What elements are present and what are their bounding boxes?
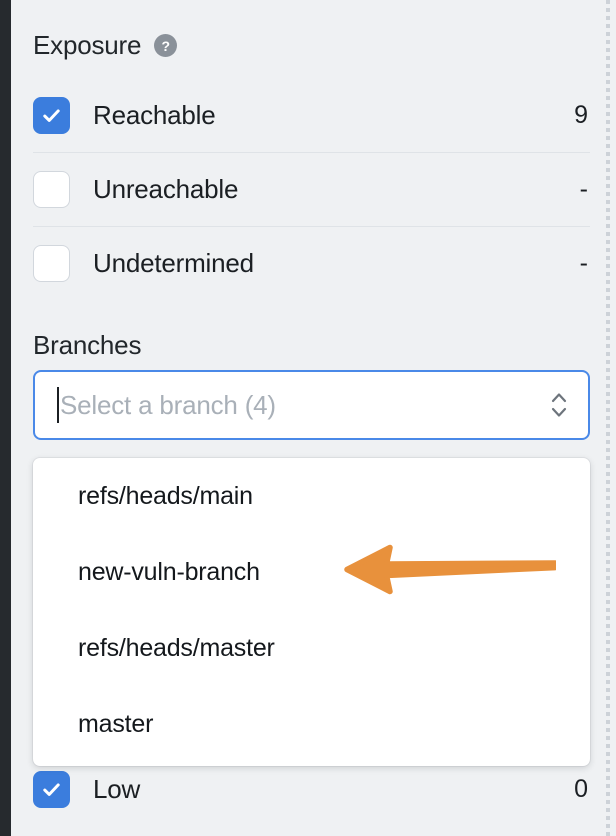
branch-option-master[interactable]: master bbox=[78, 709, 154, 738]
branch-select-placeholder: Select a branch (4) bbox=[60, 389, 276, 420]
branch-option-refs-heads-main[interactable]: refs/heads/main bbox=[78, 481, 253, 510]
question-mark-circle-icon[interactable]: ? bbox=[154, 34, 178, 57]
facet-label-reachable: Reachable bbox=[93, 99, 216, 130]
exposure-facet-list: Reachable 9 Unreachable - Undete bbox=[33, 78, 590, 300]
panel-right-divider bbox=[606, 0, 610, 836]
facet-count-undetermined: - bbox=[579, 248, 588, 277]
facet-row-low[interactable]: Low 0 bbox=[33, 752, 590, 826]
branches-section-header: Branches bbox=[33, 330, 141, 361]
filters-panel: Exposure ? Reachable 9 Unreach bbox=[11, 0, 606, 836]
checkbox-low[interactable] bbox=[33, 770, 70, 808]
branch-dropdown-menu[interactable]: refs/heads/main new-vuln-branch refs/hea… bbox=[33, 458, 590, 766]
facet-row-unreachable[interactable]: Unreachable - bbox=[33, 152, 590, 226]
left-nav-rail bbox=[0, 0, 11, 836]
exposure-title: Exposure bbox=[33, 30, 142, 60]
checkbox-reachable[interactable] bbox=[33, 96, 70, 134]
branches-title: Branches bbox=[33, 330, 142, 360]
facet-label-low: Low bbox=[93, 773, 141, 804]
branch-select-input[interactable]: Select a branch (4) bbox=[33, 370, 590, 440]
facet-count-low: 0 bbox=[574, 774, 588, 803]
facet-label-undetermined: Undetermined bbox=[93, 247, 254, 278]
facet-count-reachable: 9 bbox=[574, 100, 588, 129]
facet-count-unreachable: - bbox=[579, 174, 588, 203]
chevron-up-down-icon[interactable] bbox=[548, 388, 570, 422]
facet-label-unreachable: Unreachable bbox=[93, 173, 239, 204]
checkbox-unreachable[interactable] bbox=[33, 170, 70, 208]
branch-option-refs-heads-master[interactable]: refs/heads/master bbox=[78, 633, 275, 662]
facet-row-undetermined[interactable]: Undetermined - bbox=[33, 226, 590, 300]
exposure-section-header: Exposure ? bbox=[33, 30, 178, 61]
facet-row-reachable[interactable]: Reachable 9 bbox=[33, 78, 590, 152]
branch-option-new-vuln-branch[interactable]: new-vuln-branch bbox=[78, 557, 260, 586]
severity-facet-list: Low 0 bbox=[33, 752, 590, 826]
text-cursor bbox=[57, 387, 59, 423]
checkbox-undetermined[interactable] bbox=[33, 244, 70, 282]
